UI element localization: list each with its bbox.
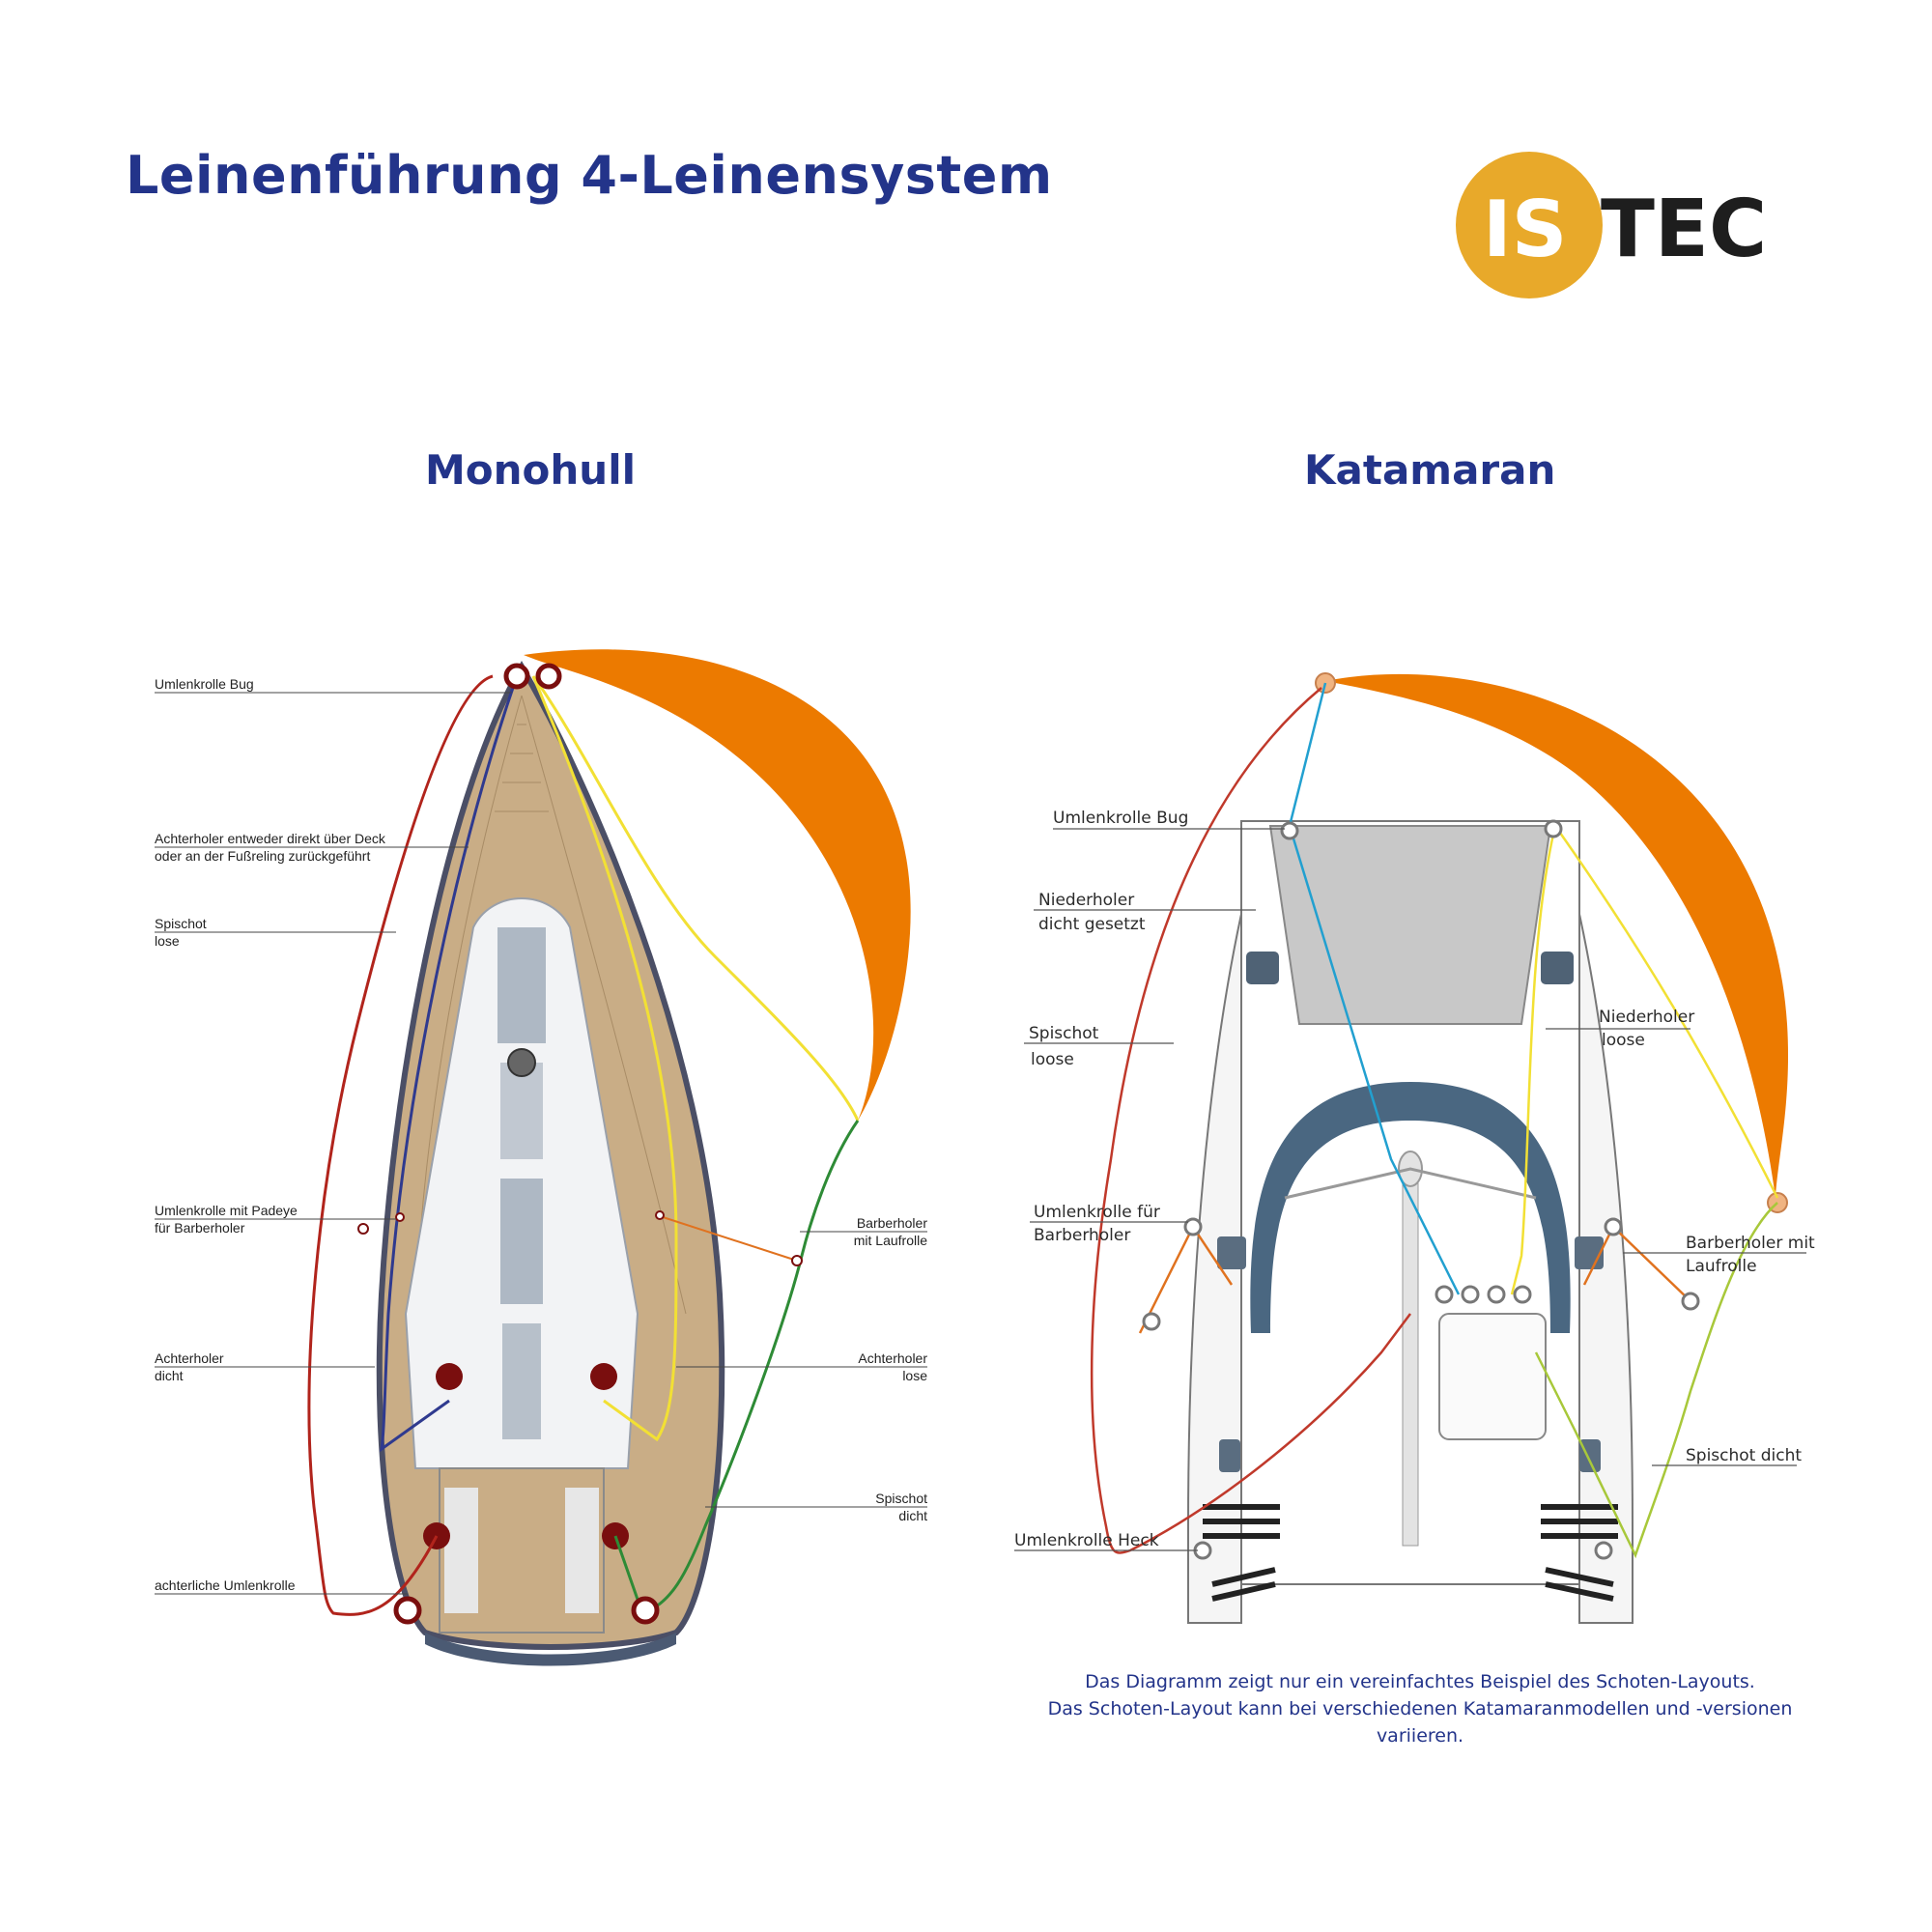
cat-line-red (1090, 687, 1411, 1554)
cat-line-lime (1534, 1202, 1778, 1559)
cat-hatch-left-aft (1217, 1236, 1246, 1269)
mono-companionway (502, 1323, 541, 1439)
note-line-1: Das Diagramm zeigt nur ein vereinfachtes… (1085, 1671, 1755, 1692)
cat-label-downhaul-tight-1: Niederholer (1038, 891, 1134, 910)
mono-stern-block-right (631, 1596, 660, 1625)
cat-barber-roller-right (1681, 1292, 1700, 1311)
cat-line-orange-right (1582, 1226, 1691, 1302)
logo-circle (1456, 152, 1603, 298)
mono-label-stern-block: achterliche Umlenkrolle (155, 1577, 296, 1593)
cat-winch-4 (1513, 1285, 1532, 1304)
cat-line-yellow (1510, 825, 1779, 1295)
mono-label-spisheet-loose-2: lose (155, 933, 180, 949)
cat-barber-roller-left (1142, 1312, 1161, 1331)
mono-line-yellow (531, 675, 860, 1442)
cat-label-spisheet-tight: Spischot dicht (1686, 1446, 1802, 1465)
cat-label-bow-block: Umlenkrolle Bug (1053, 809, 1188, 828)
cat-bow-block-right (1544, 819, 1563, 838)
mono-label-barber-2: mit Laufrolle (854, 1233, 927, 1248)
mono-label-barber-1: Barberholer (857, 1215, 927, 1231)
cat-barber-block-left (1183, 1217, 1203, 1236)
mono-hatch-mid (500, 1063, 543, 1159)
cat-winch-1 (1435, 1285, 1454, 1304)
katamaran-title: Katamaran (1304, 446, 1556, 494)
cat-label-downhaul-loose-2: loose (1602, 1031, 1645, 1050)
mono-label-guy-loose-1: Achterholer (858, 1350, 927, 1366)
cat-winch-3 (1487, 1285, 1506, 1304)
cat-shrouds (1284, 1167, 1537, 1200)
cat-label-stern-block: Umlenkrolle Heck (1014, 1531, 1159, 1550)
cat-barber-block-right (1604, 1217, 1623, 1236)
mono-padeye-block (357, 1223, 369, 1235)
mono-label-spisheet-loose-1: Spischot (155, 916, 207, 931)
cat-hatch-right-stern (1579, 1439, 1601, 1472)
mono-label-bow-block: Umlenkrolle Bug (155, 676, 254, 692)
mono-barber-block (791, 1255, 803, 1266)
note-line-3: variieren. (1376, 1725, 1464, 1747)
cat-label-barber-block-2: Barberholer (1034, 1226, 1130, 1245)
logo-text-is: IS (1483, 185, 1567, 274)
cat-trampoline (1268, 825, 1552, 1025)
mono-bow-block-right (535, 663, 562, 690)
cat-label-spisheet-loose-2: loose (1031, 1050, 1074, 1069)
mono-line-orange (656, 1214, 798, 1262)
mono-label-padeye-2: für Barberholer (155, 1220, 245, 1236)
mono-mast (507, 1048, 536, 1077)
mono-label-tack-1: Achterholer entweder direkt über Deck (155, 831, 386, 846)
mono-label-guy-tight-1: Achterholer (155, 1350, 224, 1366)
mono-cockpit-bench-right (565, 1488, 599, 1613)
page-title: Leinenführung 4-Leinensystem (126, 145, 1053, 206)
cat-hatch-right (1541, 952, 1574, 984)
cat-leader-lines (1014, 828, 1806, 1551)
cat-boom (1402, 1158, 1419, 1547)
mono-line-red (307, 674, 494, 1616)
cat-stern-block-right (1594, 1541, 1613, 1560)
mono-stern-block-left (393, 1596, 422, 1625)
mono-leader-lines (155, 692, 927, 1595)
mono-line-green (613, 1120, 860, 1615)
mono-spinnaker-sail (524, 649, 911, 1121)
mono-padeye-left (395, 1212, 405, 1222)
logo-text-tec: TEC (1601, 184, 1767, 275)
cat-label-spisheet-loose-1: Spischot (1029, 1024, 1099, 1043)
mono-label-spisheet-tight-1: Spischot (875, 1491, 927, 1506)
mono-hatch-aft (500, 1179, 543, 1304)
note-line-2: Das Schoten-Layout kann bei verschiedene… (1047, 1698, 1793, 1719)
monohull-diagram: Umlenkrolle Bug Achterholer entweder dir… (155, 649, 927, 1666)
katamaran-diagram: Umlenkrolle Bug Niederholer dicht gesetz… (1014, 672, 1815, 1624)
cat-spinnaker-sail (1325, 673, 1789, 1198)
cat-bow-block-left (1280, 821, 1299, 840)
cat-label-downhaul-tight-2: dicht gesetzt (1038, 915, 1146, 934)
mono-hatch-forward (497, 927, 546, 1043)
mono-winch-fwd-left (436, 1363, 463, 1390)
mono-label-padeye-1: Umlenkrolle mit Padeye (155, 1203, 298, 1218)
cat-label-barber-block-1: Umlenkrolle für (1034, 1203, 1160, 1222)
mono-label-guy-tight-2: dicht (155, 1368, 184, 1383)
mono-hull-stern (425, 1633, 676, 1666)
cat-label-downhaul-loose-1: Niederholer (1599, 1008, 1694, 1027)
mono-line-blue (379, 675, 519, 1453)
mono-label-spisheet-tight-2: dicht (898, 1508, 927, 1523)
cat-label-barber-1: Barberholer mit (1686, 1234, 1815, 1253)
cat-label-barber-2: Laufrolle (1686, 1257, 1757, 1276)
cat-line-cyan (1288, 682, 1461, 1295)
mono-label-guy-loose-2: lose (902, 1368, 927, 1383)
monohull-title: Monohull (425, 446, 636, 494)
mono-cockpit-bench-left (444, 1488, 478, 1613)
mono-padeye-right (655, 1210, 665, 1220)
mono-bow-block-left (503, 663, 530, 690)
istec-logo: IS TEC (1456, 152, 1767, 298)
mono-winch-fwd-right (590, 1363, 617, 1390)
cat-cockpit-table (1438, 1313, 1547, 1440)
mono-label-tack-2: oder an der Fußreling zurückgeführt (155, 848, 370, 864)
cat-winch-2 (1461, 1285, 1480, 1304)
cat-stern-steps (1203, 1504, 1618, 1602)
cat-hatch-left (1246, 952, 1279, 984)
catamaran-note: Das Diagramm zeigt nur ein vereinfachtes… (1014, 1668, 1826, 1749)
cat-hatch-left-stern (1219, 1439, 1240, 1472)
